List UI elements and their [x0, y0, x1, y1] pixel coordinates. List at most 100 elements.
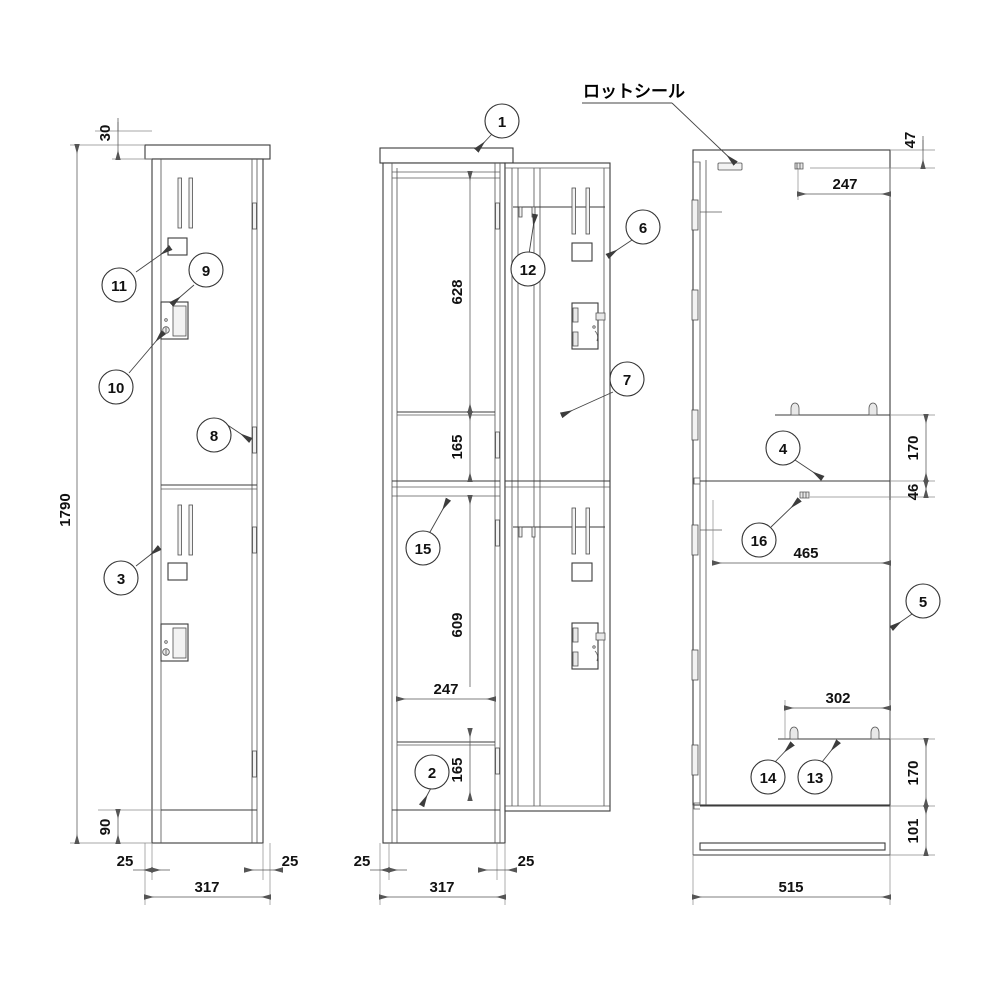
section-lock-pin-icon	[592, 645, 596, 649]
leader-line-lot-seal	[671, 102, 738, 166]
section-lock-cable	[594, 330, 599, 342]
balloon-7-label: 7	[623, 372, 631, 389]
section-lock-part	[572, 307, 579, 323]
section-lock-part	[572, 331, 579, 347]
balloon-11[interactable]	[101, 267, 137, 303]
leader-line-12	[528, 213, 539, 255]
front-hinge-icon	[252, 426, 257, 454]
balloon-13[interactable]	[797, 759, 833, 795]
balloon-4[interactable]	[765, 430, 801, 466]
leader-line-14	[774, 741, 795, 763]
side-hook-bracket-icon	[790, 402, 800, 416]
side-elevation-view: 47 247 170 46 465 302 170 101	[582, 82, 941, 905]
dim-text-247b: 247	[832, 176, 857, 193]
balloon-1[interactable]	[484, 103, 520, 139]
dim-text-25c: 25	[354, 853, 371, 870]
balloon-14[interactable]	[750, 759, 786, 795]
section-hinge-icon	[495, 431, 500, 459]
leader-line-8	[225, 423, 253, 444]
balloon-2[interactable]	[414, 754, 450, 790]
section-hinge-icon	[495, 202, 500, 230]
dim-text-165b: 165	[449, 757, 466, 782]
balloon-1-label: 1	[498, 114, 506, 131]
side-clip-icon-16	[799, 491, 810, 499]
dim-text-25d: 25	[518, 853, 535, 870]
balloon-15[interactable]	[405, 530, 441, 566]
front-lock-handle	[172, 305, 187, 337]
dim-text-25-right: 25	[282, 853, 299, 870]
leader-line-9	[169, 284, 195, 307]
dim-text-628: 628	[449, 279, 466, 304]
balloon-9[interactable]	[188, 252, 224, 288]
balloon-11-label: 11	[111, 278, 127, 295]
balloon-16[interactable]	[741, 522, 777, 558]
section-lock-part	[572, 627, 579, 643]
section-hinge-icon	[495, 747, 500, 775]
section-lock-pin-icon	[592, 325, 596, 329]
section-view: 628 165 609 247 165 317 25 25 1	[354, 103, 661, 905]
side-hook-bracket-icon	[789, 726, 799, 740]
front-elevation-view: 1790 30 90 317 25 25 11 9	[57, 118, 298, 905]
section-name-plate	[571, 562, 593, 582]
front-lock-handle	[172, 627, 187, 659]
dim-text-515: 515	[778, 879, 803, 896]
dim-text-465: 465	[793, 545, 818, 562]
leader-line-1	[474, 133, 493, 153]
balloon-8[interactable]	[196, 417, 232, 453]
balloon-8-label: 8	[210, 428, 218, 445]
dim-text-302: 302	[825, 690, 850, 707]
leader-line-5	[889, 613, 913, 632]
balloon-4-label: 4	[779, 441, 788, 458]
section-hook-icon	[518, 526, 523, 538]
balloon-3[interactable]	[103, 560, 139, 596]
section-vent-slot-icon	[571, 187, 576, 235]
side-body-outline	[692, 149, 891, 806]
dim-text-317b: 317	[429, 879, 454, 896]
balloon-5-label: 5	[919, 594, 927, 611]
leader-line-4	[794, 459, 825, 482]
balloon-10-label: 10	[108, 380, 125, 397]
lot-seal-sticker	[717, 162, 743, 171]
dim-text-101: 101	[905, 818, 922, 843]
leader-line-16	[770, 497, 802, 528]
section-lock-part	[572, 651, 579, 667]
side-plinth	[699, 842, 886, 851]
section-vent-slot-icon	[585, 187, 590, 235]
balloon-10[interactable]	[98, 369, 134, 405]
balloon-12[interactable]	[510, 251, 546, 287]
side-hinge-icon	[691, 289, 699, 321]
balloon-13-label: 13	[807, 770, 824, 787]
section-hook-icon	[518, 206, 523, 218]
front-vent-slot-icon	[177, 504, 182, 556]
side-hinge-icon	[691, 524, 699, 556]
balloon-5[interactable]	[905, 583, 941, 619]
front-hinge-icon	[252, 526, 257, 554]
dim-text-47: 47	[902, 132, 919, 149]
side-hinge-icon	[691, 744, 699, 776]
balloon-7[interactable]	[609, 361, 645, 397]
balloon-9-label: 9	[202, 263, 210, 280]
dim-text-90: 90	[97, 819, 114, 836]
front-top-cap	[144, 144, 271, 160]
balloon-3-label: 3	[117, 571, 125, 588]
side-hook-bracket-icon	[868, 402, 878, 416]
dim-text-247a: 247	[433, 681, 458, 698]
balloon-6[interactable]	[625, 209, 661, 245]
section-hinge-icon	[495, 519, 500, 547]
leader-line-10	[128, 330, 166, 374]
balloon-6-label: 6	[639, 220, 647, 237]
dim-text-46: 46	[905, 484, 922, 501]
front-name-plate	[167, 237, 188, 256]
side-hook-bracket-icon	[870, 726, 880, 740]
side-hinge-icon	[691, 649, 699, 681]
section-vent-slot-icon	[571, 507, 576, 555]
leader-line-15	[429, 497, 452, 533]
leader-line-6	[605, 239, 633, 260]
leader-line-2	[418, 787, 432, 808]
front-vent-slot-icon	[188, 177, 193, 229]
balloon-12-label: 12	[520, 262, 537, 279]
dim-text-165a: 165	[449, 434, 466, 459]
front-lock-led-icon	[164, 318, 168, 322]
